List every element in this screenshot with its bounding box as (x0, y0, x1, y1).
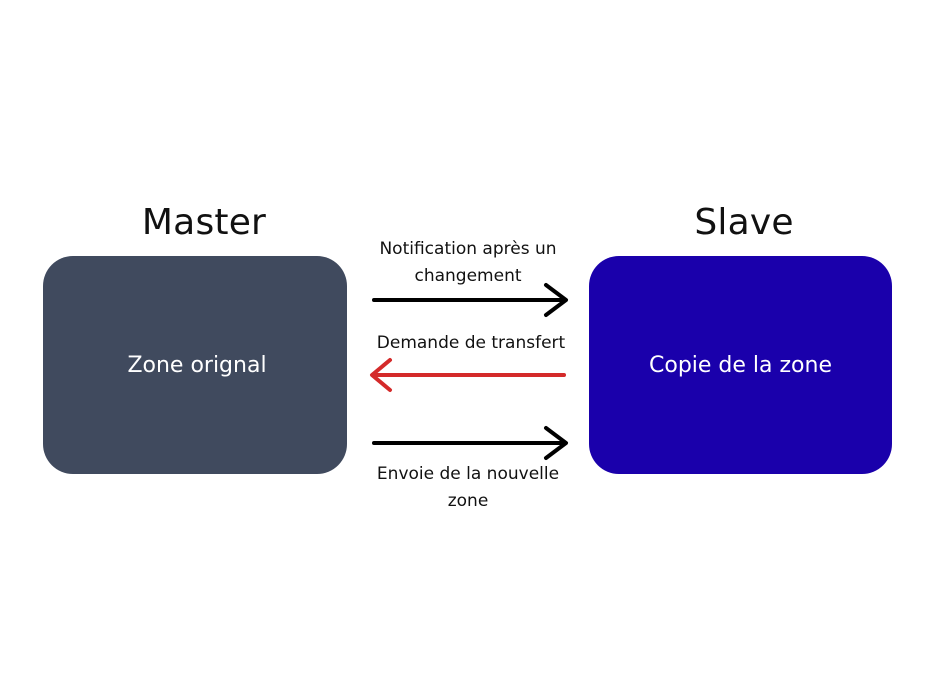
master-zone-label: Zone orignal (127, 352, 267, 378)
new-zone-flow-label: Envoie de la nouvelle zone (376, 464, 560, 511)
master-title: Master (141, 202, 267, 243)
slave-title: Slave (694, 202, 794, 243)
new-zone-arrow (372, 426, 568, 460)
transfer-request-flow-label: Demande de transfert (376, 333, 566, 353)
master-zone-box: Zone orignal (43, 256, 347, 474)
slave-zone-label: Copie de la zone (649, 352, 832, 378)
notification-flow-label: Notification après un changement (379, 239, 557, 286)
slave-zone-box: Copie de la zone (589, 256, 892, 474)
transfer-request-arrow (370, 358, 566, 392)
